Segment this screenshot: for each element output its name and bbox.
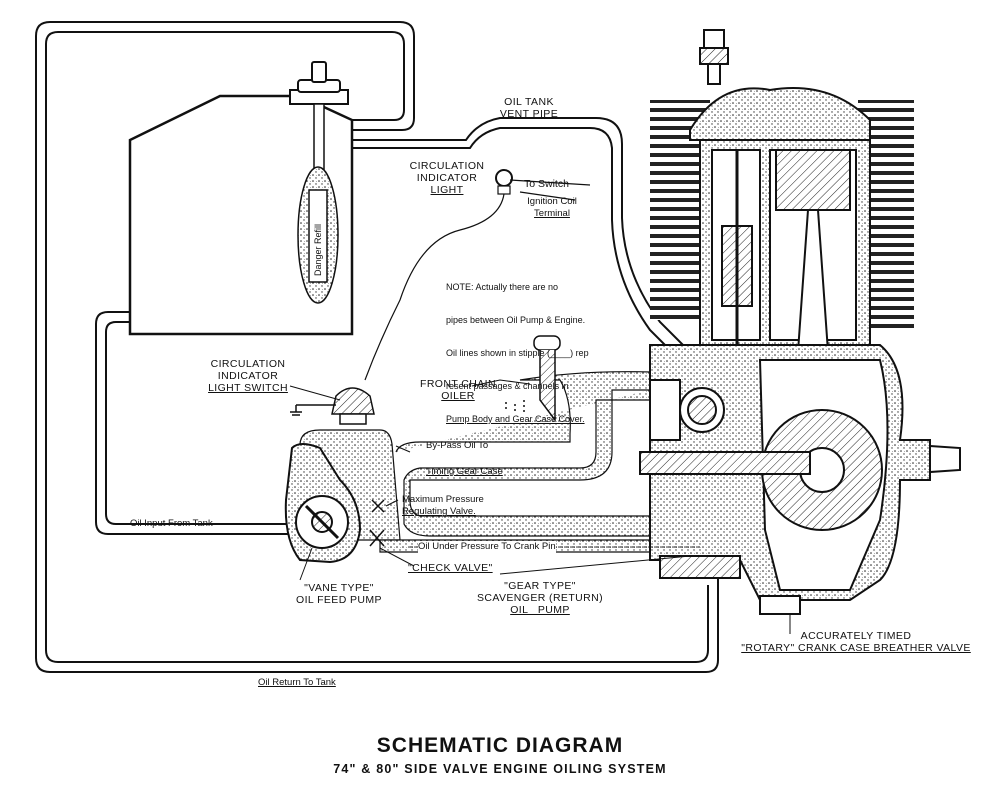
danger-refill-label: Danger Refill bbox=[313, 223, 323, 276]
indicator-light-wiring bbox=[364, 169, 591, 381]
diagram-title: SCHEMATIC DIAGRAM bbox=[376, 734, 624, 757]
indicator-bulb-icon bbox=[495, 169, 513, 187]
breather-valve-label: ACCURATELY TIMED "ROTARY" CRANK CASE BRE… bbox=[741, 630, 971, 654]
check-valve-label: "CHECK VALVE" bbox=[408, 562, 493, 574]
light-switch bbox=[290, 387, 375, 425]
engine-note-label: NOTE: Actually there are no pipes betwee… bbox=[446, 282, 589, 424]
to-switch-label: To Switch bbox=[524, 178, 569, 190]
timing-gear-case-label: Timing Gear Case bbox=[426, 466, 503, 477]
oil-tank-vent-pipe-label: OIL TANK VENT PIPE bbox=[499, 96, 559, 120]
engine-cross-section bbox=[639, 29, 961, 634]
front-chain-oiler-label: FRONT CHAIN OILER bbox=[420, 378, 496, 402]
ignition-coil-terminal-label: Ignition Coil Terminal bbox=[527, 196, 577, 219]
pressure-regulating-valve-label: Maximum Pressure Regulating Valve. bbox=[402, 494, 484, 517]
oil-return-line bbox=[35, 21, 719, 673]
scavenger-pump-label: "GEAR TYPE" SCAVENGER (RETURN) OIL PUMP bbox=[476, 580, 603, 616]
oil-under-pressure-label: Oil Under Pressure To Crank Pin bbox=[418, 541, 556, 553]
oil-input-line bbox=[95, 311, 300, 535]
diagram-subtitle: 74" & 80" SIDE VALVE ENGINE OILING SYSTE… bbox=[333, 762, 667, 776]
vane-pump-label: "VANE TYPE" OIL FEED PUMP bbox=[296, 582, 382, 606]
vane-oil-feed-pump bbox=[284, 443, 385, 564]
oil-input-from-tank-label: Oil Input From Tank bbox=[130, 518, 213, 529]
oil-tank bbox=[128, 61, 354, 336]
light-switch-label: CIRCULATION INDICATOR LIGHT SWITCH bbox=[208, 358, 288, 394]
circulation-indicator-light-label: CIRCULATION INDICATOR LIGHT bbox=[409, 160, 485, 196]
oil-return-to-tank-label: Oil Return To Tank bbox=[258, 677, 336, 688]
spark-plug-icon bbox=[699, 29, 729, 85]
vent-pipe bbox=[352, 117, 701, 371]
by-pass-oil-label: By-Pass Oil To bbox=[426, 440, 489, 451]
front-chain-oiler bbox=[505, 335, 561, 423]
